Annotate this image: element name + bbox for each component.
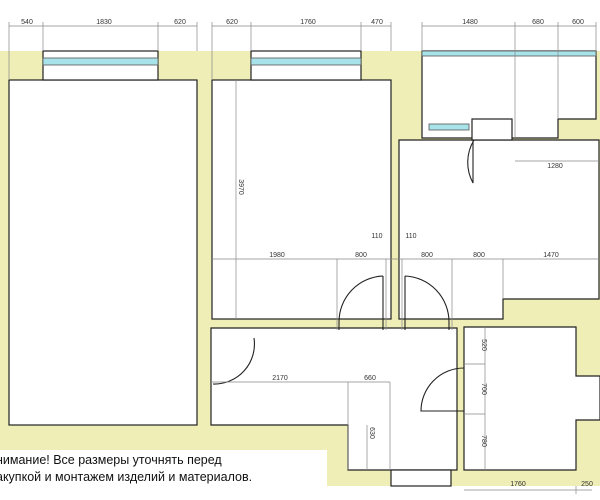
dim-label: 1480 [462, 19, 478, 26]
dim-label: 700 [480, 383, 487, 395]
dim-label: 630 [368, 427, 375, 439]
door-bathroom [420, 367, 465, 412]
dim-label: 470 [371, 19, 383, 26]
dimension-lines [8, 22, 599, 494]
window-glass-1 [42, 57, 159, 66]
window-glass-2 [250, 57, 362, 66]
room-bathroom [463, 326, 600, 471]
dim-label: 800 [473, 252, 485, 259]
dim-label: 1760 [300, 19, 316, 26]
dim-label: 1980 [269, 252, 285, 259]
room-bedroom-2 [211, 79, 392, 320]
dim-label: 800 [421, 252, 433, 259]
dim-label: 600 [572, 19, 584, 26]
door-kitchen [404, 275, 450, 330]
window-opening-1 [42, 50, 159, 81]
dim-label: 520 [480, 339, 487, 351]
dim-label: 1470 [543, 252, 559, 259]
dim-label: 1280 [547, 163, 563, 170]
dim-label: 620 [226, 19, 238, 26]
warning-note: нимание! Все размеры уточнять перед акуп… [0, 452, 252, 486]
dim-label: 1830 [96, 19, 112, 26]
dim-label: 2170 [272, 375, 288, 382]
warning-note-line-2: акупкой и монтажем изделий и материалов. [0, 470, 253, 484]
window-opening-2 [250, 50, 362, 81]
dim-label: 1760 [510, 481, 526, 488]
door-bedroom-1 [212, 337, 255, 385]
loggia-passage [471, 118, 513, 141]
dim-label: 250 [581, 481, 593, 488]
dim-label: 620 [174, 19, 186, 26]
dim-label: 680 [532, 19, 544, 26]
dim-label: 660 [364, 375, 376, 382]
dim-label: 110 [405, 233, 416, 240]
window-glass-loggia [421, 50, 597, 57]
dim-label: 780 [480, 435, 487, 447]
warning-note-line-1: нимание! Все размеры уточнять перед [0, 453, 222, 467]
dim-label: 3970 [237, 179, 244, 195]
entrance-opening [390, 469, 452, 487]
dim-label: 110 [371, 233, 382, 240]
dim-label: 800 [355, 252, 367, 259]
door-bedroom-2 [338, 275, 384, 330]
window-glass-kitchen [428, 123, 470, 131]
dim-label: 540 [21, 19, 33, 26]
door-loggia [467, 139, 475, 184]
room-bedroom-1 [8, 79, 198, 426]
room-kitchen [398, 139, 600, 320]
